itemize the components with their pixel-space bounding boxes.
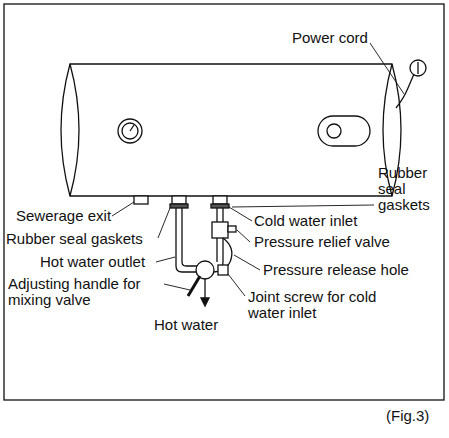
gauge-needle	[130, 125, 134, 131]
relief-lever	[228, 226, 236, 232]
gasket	[170, 204, 188, 208]
indicator-window	[318, 116, 370, 146]
leader-line	[229, 207, 252, 221]
part-label: Pressure release hole	[263, 262, 409, 278]
leader-line	[164, 284, 190, 290]
hot-pipe	[176, 208, 198, 272]
pressure-release-hose	[220, 238, 232, 268]
sewerage-fitting	[134, 196, 148, 204]
plug-pin	[417, 62, 418, 74]
part-label: Hot water outlet	[40, 254, 145, 270]
pressure-relief-valve	[212, 222, 228, 238]
hot-outlet-fitting	[172, 196, 186, 204]
part-label: Rubber seal gaskets	[378, 165, 438, 213]
part-label: Hot water	[154, 317, 218, 333]
power-cord	[396, 74, 414, 108]
leader-line	[228, 274, 245, 296]
leader-line	[158, 208, 170, 238]
part-label: Cold water inlet	[254, 213, 357, 229]
leader-line	[234, 255, 260, 270]
part-label: Rubber seal gaskets	[6, 231, 143, 247]
part-label: Joint screw for cold water inlet	[248, 289, 408, 321]
figure-caption: (Fig.3)	[386, 408, 429, 424]
leader-line	[232, 205, 374, 207]
leader-line	[237, 230, 250, 242]
part-label: Sewerage exit	[16, 208, 111, 224]
figure-frame	[4, 4, 444, 400]
power-plug	[410, 60, 426, 76]
hot-pipe-inner	[182, 208, 198, 266]
tank-body	[61, 64, 401, 196]
cold-inlet-fitting	[213, 196, 227, 204]
part-label: Pressure relief valve	[254, 234, 390, 250]
temperature-gauge	[118, 119, 142, 143]
gasket	[211, 204, 229, 208]
leader-line	[156, 257, 175, 262]
joint-screw	[218, 265, 228, 275]
part-label: Adjusting handle for mixing valve	[8, 276, 166, 308]
tank-left-cap	[70, 64, 79, 196]
mixing-valve-handle	[188, 276, 200, 296]
leader-line	[370, 43, 404, 94]
indicator-light	[327, 124, 341, 138]
leader-line	[112, 202, 134, 216]
gauge-dial	[122, 123, 138, 139]
part-label: Power cord	[292, 30, 368, 46]
flow-arrowhead	[201, 298, 209, 306]
